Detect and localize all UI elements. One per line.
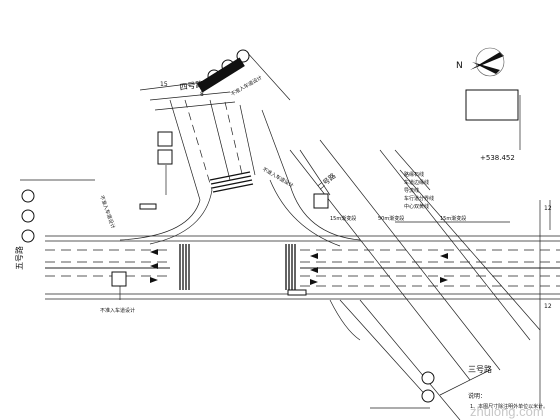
sign-square	[157, 131, 173, 147]
crosswalk-north	[209, 171, 254, 193]
leader	[299, 149, 331, 196]
sign-square	[313, 193, 329, 209]
dim-label: 8	[200, 91, 204, 98]
sign-caption: 不准入车道设计	[230, 74, 264, 98]
dim-label: 12	[544, 303, 552, 310]
dim-label: 50m渐变段	[378, 215, 404, 222]
nw-road-edge	[239, 104, 256, 176]
se-road-edge	[359, 299, 461, 420]
se-road-edge	[289, 149, 471, 381]
leader	[394, 149, 431, 191]
north-label: N	[456, 61, 463, 71]
nw-road-edge	[169, 99, 201, 201]
se-curve	[329, 299, 361, 341]
road-name-se: 三号路	[468, 364, 492, 374]
sign-square	[157, 149, 173, 165]
sign-board	[465, 89, 519, 121]
nw-curve-right	[289, 184, 361, 241]
lane-arrow	[150, 277, 158, 283]
sign-caption: 不准入车道设计	[261, 166, 295, 190]
dim-label: 15	[160, 81, 168, 88]
sign-disc	[21, 229, 35, 243]
nw-curve-right-2	[269, 179, 341, 247]
road-name-2: 二号路	[316, 171, 338, 191]
sign-disc	[21, 189, 35, 203]
lane-arrow	[150, 249, 158, 255]
nw-road-edge	[209, 99, 231, 181]
sign-caption: 不准入车道设计	[98, 194, 117, 229]
dim-label: 15m渐变段	[440, 215, 466, 222]
legend-item: 车道边缘线	[404, 179, 429, 186]
lane-arrow	[150, 263, 158, 269]
watermark: zhulong.com	[470, 404, 544, 419]
sign-disc	[21, 209, 35, 223]
sign-black-board	[197, 57, 245, 93]
sign-board	[139, 203, 157, 210]
station-label: +538.452	[480, 154, 515, 162]
dim-line	[154, 101, 236, 111]
crosswalk-east	[285, 244, 296, 290]
legend-item: 车行道分界线	[404, 195, 434, 202]
dim-label: 15m渐变段	[330, 215, 356, 222]
crosswalk-west	[179, 244, 190, 290]
legend-item: 中心双黄线	[404, 203, 429, 210]
nw-curve-left-2	[149, 189, 213, 245]
sign-disc	[421, 389, 435, 403]
nw-lane	[184, 99, 213, 191]
lane-arrow	[310, 279, 318, 285]
nw-lane	[224, 101, 244, 179]
sign-pole	[244, 49, 291, 101]
lane-arrow	[440, 253, 448, 259]
se-road-edge	[379, 149, 531, 341]
dim-label: 12	[544, 205, 552, 212]
lane-arrow	[440, 277, 448, 283]
se-road-edge	[339, 299, 431, 401]
nw-curve-left	[119, 199, 201, 241]
sign-disc	[421, 371, 435, 385]
road-name-nw: 四号路	[179, 79, 204, 92]
legend-title: 说明：	[468, 392, 486, 400]
legend-item: 路缘石线	[404, 171, 424, 178]
nw-road-edge	[261, 109, 291, 186]
leader	[439, 369, 491, 396]
sign-caption: 不准入车道设计	[100, 307, 135, 314]
lane-arrow	[310, 253, 318, 259]
legend-item: 导流线	[404, 187, 419, 194]
sign-board	[287, 289, 307, 296]
se-road-edge	[399, 169, 541, 331]
north-arrow-icon	[470, 47, 505, 77]
lane-arrow	[310, 267, 318, 273]
note-text: 1、本图尺寸除注明外单位以米计。	[470, 403, 548, 410]
se-road-edge	[319, 139, 501, 371]
road-name-west: 五号路	[14, 246, 24, 270]
dim-line	[149, 91, 231, 101]
sign-square	[111, 271, 127, 287]
